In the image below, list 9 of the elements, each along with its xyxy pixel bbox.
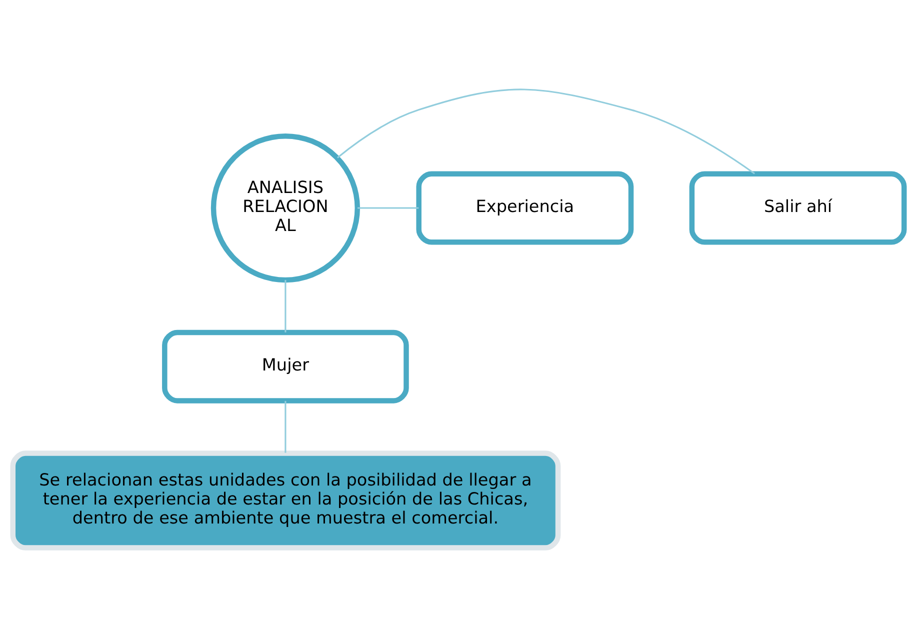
connector (284, 400, 286, 453)
node-box: Se relacionan estas unidades con la posibilidad de llegar a tener la experiencia de estar en la posición de las Chicas, dentro de ese ambiente que muestra el comercial. (10, 450, 561, 550)
node-box: Experiencia (416, 171, 634, 245)
connector (284, 280, 286, 332)
connector (358, 207, 419, 209)
node-box: Salir ahí (689, 171, 907, 245)
connector (336, 88, 756, 174)
node-box: Mujer (162, 330, 409, 404)
node-circle: ANALISIS RELACION AL (210, 133, 360, 283)
